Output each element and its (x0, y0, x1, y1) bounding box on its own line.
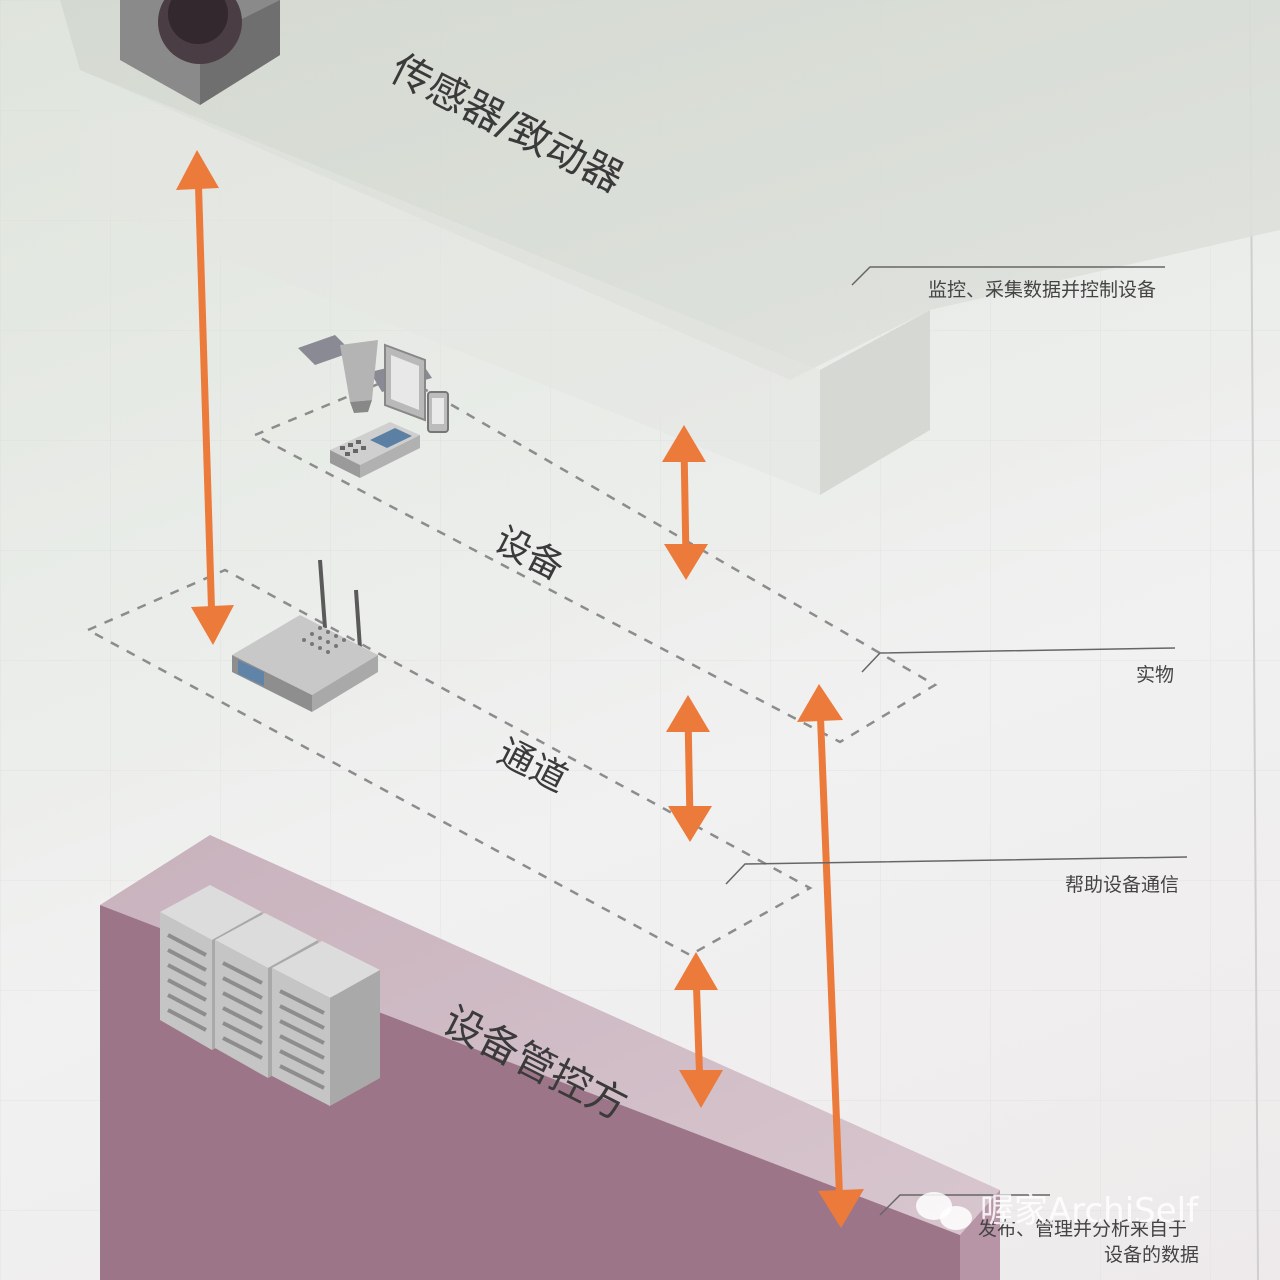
annotation-devices: 实物 (1136, 664, 1174, 686)
annotation-channel: 帮助设备通信 (1065, 874, 1179, 896)
annotation-manager-line2: 设备的数据 (1104, 1244, 1199, 1266)
phone-icon (428, 392, 448, 432)
watermark-text: 喔家ArchiSelf (980, 1191, 1199, 1231)
annotation-sensors: 监控、采集数据并控制设备 (928, 279, 1156, 301)
